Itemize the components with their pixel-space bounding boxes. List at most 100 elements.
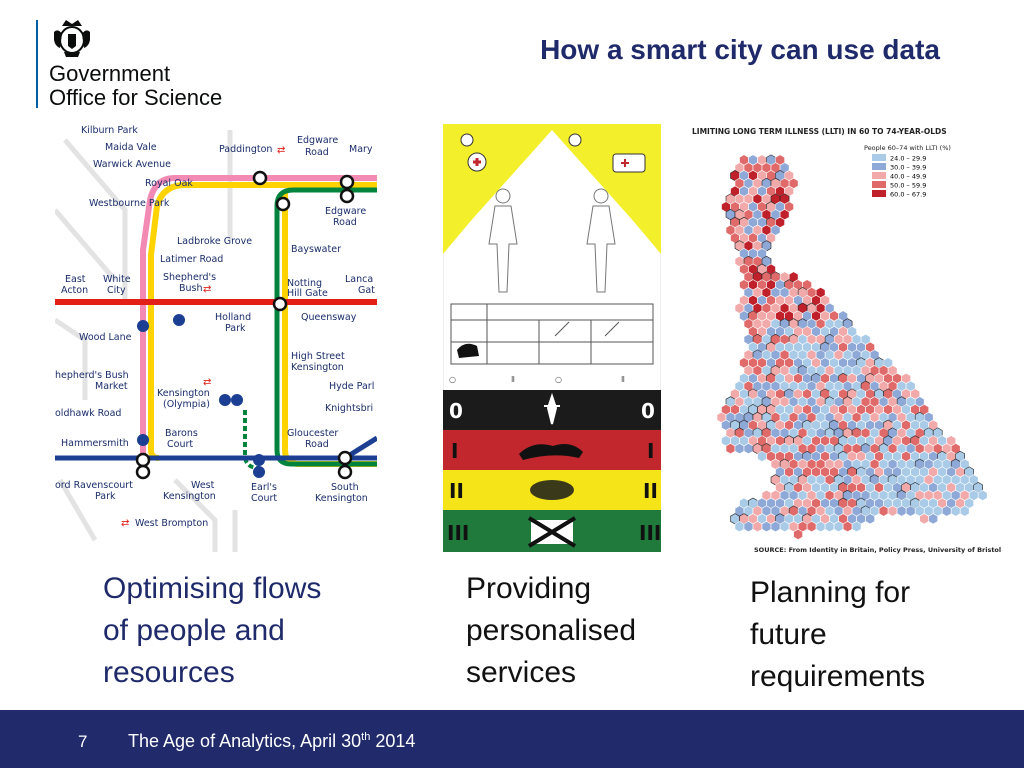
svg-text:Court: Court bbox=[167, 439, 193, 450]
svg-text:Gloucester: Gloucester bbox=[287, 428, 338, 439]
svg-text:Mary: Mary bbox=[349, 144, 373, 155]
svg-text:Kensington: Kensington bbox=[163, 491, 216, 502]
svg-text:Road: Road bbox=[305, 439, 329, 450]
llti-legend-title: People 60–74 with LLTI (%) bbox=[864, 144, 951, 152]
triage-grid bbox=[450, 303, 654, 365]
district-line bbox=[274, 187, 377, 467]
logo-text-line2: Office for Science bbox=[49, 85, 223, 110]
llti-hex-cell bbox=[770, 521, 781, 533]
llti-hex-cell bbox=[779, 521, 790, 533]
llti-legend-label: 30.0 – 39.9 bbox=[890, 164, 926, 172]
llti-hex-cell bbox=[725, 443, 736, 455]
band-label-left-1: I bbox=[451, 439, 458, 463]
svg-text:⇄: ⇄ bbox=[203, 377, 211, 388]
caption-optimising-flows: Optimising flows of people and resources bbox=[103, 568, 383, 694]
llti-hex-cell bbox=[761, 521, 772, 533]
llti-hex-cell bbox=[793, 528, 803, 540]
rail-symbol-icons: ⇄ ⇄ ⇄ ⇄ bbox=[121, 145, 285, 529]
svg-text:Park: Park bbox=[95, 491, 116, 502]
svg-text:⇄: ⇄ bbox=[121, 518, 129, 529]
llti-hex-cell bbox=[905, 505, 916, 517]
llti-hex-cell bbox=[950, 505, 961, 517]
slide-title: How a smart city can use data bbox=[540, 34, 940, 65]
svg-text:Wood Lane: Wood Lane bbox=[79, 332, 132, 343]
llti-hex-cell bbox=[824, 521, 835, 533]
royal-crest-icon bbox=[54, 20, 90, 57]
svg-text:West: West bbox=[191, 480, 215, 491]
svg-text:Road: Road bbox=[305, 147, 329, 158]
llti-hex-cell bbox=[743, 443, 754, 455]
llti-legend-swatch bbox=[872, 172, 886, 179]
llti-hex-cell bbox=[959, 505, 970, 517]
svg-text:White: White bbox=[103, 274, 131, 285]
caption-line: personalised bbox=[466, 614, 637, 647]
svg-text:Edgware: Edgware bbox=[325, 206, 366, 217]
tag-eyelet-right bbox=[568, 133, 582, 147]
page-number: 7 bbox=[78, 732, 88, 751]
tortoise-icon bbox=[530, 480, 574, 500]
svg-text:Holland: Holland bbox=[215, 312, 251, 323]
llti-hex-cell bbox=[977, 489, 988, 501]
svg-text:South: South bbox=[331, 482, 359, 493]
llti-hex-cell bbox=[919, 513, 929, 525]
svg-text:Market: Market bbox=[95, 381, 128, 392]
svg-text:○: ○ bbox=[555, 375, 562, 384]
footer-text: The Age of Analytics, April 30th 2014 bbox=[128, 731, 415, 752]
dagger-icon bbox=[544, 392, 560, 425]
llti-hex-cell bbox=[833, 521, 844, 533]
station-labels: Kilburn Park Maida Vale Warwick Avenue R… bbox=[55, 125, 375, 529]
llti-hex-cell bbox=[752, 521, 763, 533]
hammersmith-city-line bbox=[140, 175, 377, 460]
accessible-station-icons bbox=[137, 314, 265, 478]
svg-text:Bush: Bush bbox=[179, 283, 203, 294]
svg-text:West Brompton: West Brompton bbox=[135, 518, 208, 529]
llti-legend-label: 24.0 – 29.9 bbox=[890, 155, 926, 163]
hare-icon bbox=[519, 444, 583, 460]
svg-text:Hill Gate: Hill Gate bbox=[287, 288, 328, 299]
svg-text:Earl's: Earl's bbox=[251, 482, 277, 493]
llti-legend-label: 40.0 – 49.9 bbox=[890, 173, 926, 181]
svg-text:Queensway: Queensway bbox=[301, 312, 357, 323]
svg-text:ord Ravenscourt: ord Ravenscourt bbox=[55, 480, 133, 491]
svg-text:Ⅱ: Ⅱ bbox=[511, 375, 515, 384]
llti-hex-map bbox=[716, 154, 988, 540]
band-label-right-1: I bbox=[647, 439, 654, 463]
llti-hex-cell bbox=[806, 521, 817, 533]
svg-text:⇄: ⇄ bbox=[203, 284, 211, 295]
svg-text:Court: Court bbox=[251, 493, 277, 504]
llti-hex-cell bbox=[815, 521, 826, 533]
llti-hex-cell bbox=[734, 443, 745, 455]
svg-text:Road: Road bbox=[333, 217, 357, 228]
caption-line: Optimising flows bbox=[103, 572, 322, 605]
svg-text:Lanca: Lanca bbox=[345, 274, 373, 285]
hand-icon bbox=[457, 343, 479, 358]
llti-hex-cell bbox=[928, 513, 938, 525]
llti-hex-cell bbox=[878, 505, 889, 517]
llti-hex-cell bbox=[842, 521, 853, 533]
gov-logo: Government Office for Science bbox=[36, 18, 256, 110]
logo-bar bbox=[36, 20, 38, 108]
svg-text:Bayswater: Bayswater bbox=[291, 244, 341, 255]
footer-text-main: The Age of Analytics, April 30 bbox=[128, 731, 362, 751]
caption-line: resources bbox=[103, 656, 235, 689]
svg-text:Shepherd's: Shepherd's bbox=[163, 272, 216, 283]
svg-text:Kensington: Kensington bbox=[157, 388, 210, 399]
body-outline-back bbox=[586, 188, 616, 293]
triage-white-triangle bbox=[463, 144, 641, 252]
svg-text:Ladbroke Grove: Ladbroke Grove bbox=[177, 236, 252, 247]
svg-text:Kensington: Kensington bbox=[315, 493, 368, 504]
svg-text:Barons: Barons bbox=[165, 428, 198, 439]
llti-hex-cell bbox=[851, 521, 862, 533]
svg-text:Royal Oak: Royal Oak bbox=[145, 178, 193, 189]
band-label-right-2: II bbox=[643, 479, 658, 503]
body-outline-front bbox=[488, 188, 518, 293]
svg-text:Paddington: Paddington bbox=[219, 144, 272, 155]
tube-map-background-lines bbox=[55, 130, 238, 552]
svg-text:Maida Vale: Maida Vale bbox=[105, 142, 157, 153]
caption-line: of people and bbox=[103, 614, 285, 647]
svg-text:Kilburn Park: Kilburn Park bbox=[81, 125, 138, 136]
svg-text:High Street: High Street bbox=[291, 351, 345, 362]
svg-text:Park: Park bbox=[225, 323, 246, 334]
svg-text:Ⅱ: Ⅱ bbox=[621, 375, 625, 384]
svg-text:⇄: ⇄ bbox=[277, 145, 285, 156]
